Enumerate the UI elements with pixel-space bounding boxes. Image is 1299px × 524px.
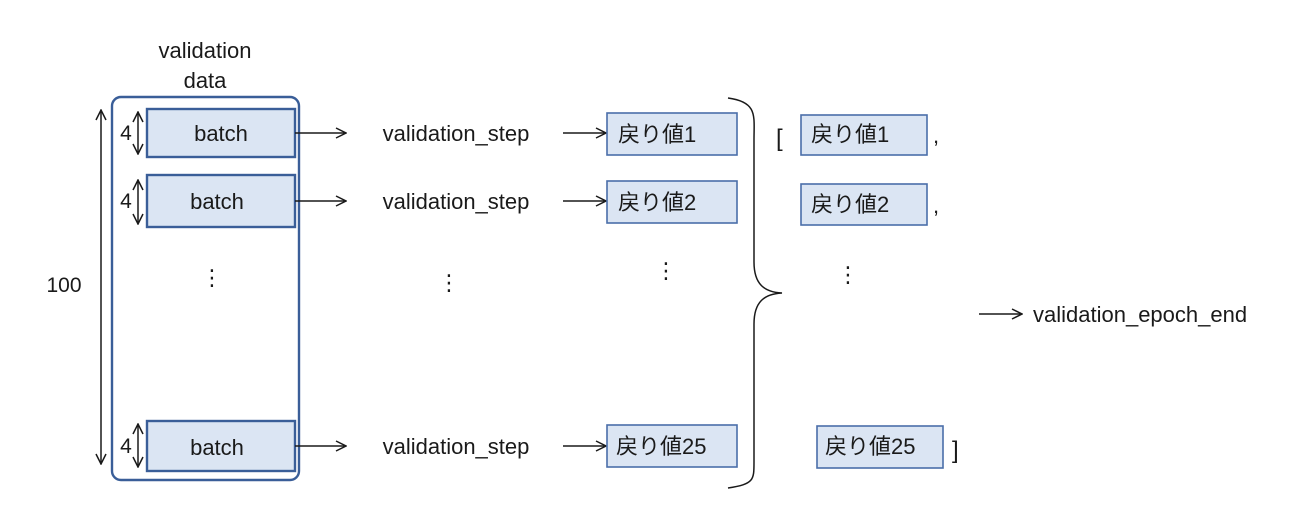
total-size-label: 100 [46,274,81,297]
list-open-bracket: [ [776,125,783,152]
list-separator: , [933,123,939,148]
batch-box [145,107,297,159]
ellipsis-list: ⋮ [837,262,859,287]
list-item-label: 戻り値2 [811,192,889,217]
list-separator: , [933,193,939,218]
batch-label: batch [190,435,244,460]
list-item-label: 戻り値1 [811,122,889,147]
result-box [606,180,738,224]
ellipsis-steps: ⋮ [438,270,460,295]
container-title-line1: validation [159,38,252,63]
result-label: 戻り値2 [618,190,696,215]
container-title-line2: data [184,68,228,93]
result-box [606,112,738,156]
list-item-box [800,183,928,226]
ellipsis-results: ⋮ [655,258,677,283]
epoch-end-label: validation_epoch_end [1033,302,1247,327]
validation-step-label: validation_step [383,121,530,146]
list-close-bracket: ] [952,437,959,464]
validation-step-label: validation_step [383,434,530,459]
batch-box [145,173,297,229]
list-item-label: 戻り値25 [825,434,915,459]
list-item-box [816,425,944,469]
ellipsis-batches: ⋮ [201,265,223,290]
batch-size-label: 4 [120,435,132,458]
validation-data-container [110,95,301,482]
batch-size-label: 4 [120,190,132,213]
list-item-box [800,114,928,156]
batch-row-2: 4 batch validation_step 戻り値2 [120,173,738,229]
result-label: 戻り値1 [618,122,696,147]
validation-step-label: validation_step [383,189,530,214]
result-label: 戻り値25 [616,434,706,459]
batch-label: batch [190,189,244,214]
batch-row-25: 4 batch validation_step 戻り値25 [120,419,738,473]
results-brace [727,97,783,489]
batch-size-label: 4 [120,122,132,145]
batch-label: batch [194,121,248,146]
result-box [606,424,738,468]
batch-row-1: 4 batch validation_step 戻り値1 [120,107,738,159]
